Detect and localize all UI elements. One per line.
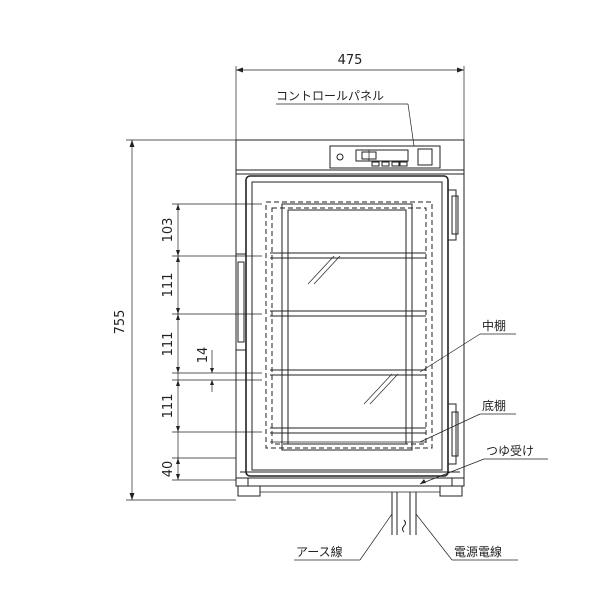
power-cord-label: 電源電線 [454, 544, 502, 559]
shelf-spacing-dimensions: 103 111 111 111 40 14 [161, 203, 262, 481]
door-handle [235, 253, 247, 351]
top-hinge [447, 189, 457, 241]
bottom-shelf-label: 底棚 [482, 398, 506, 413]
control-panel [329, 145, 441, 169]
middle-shelf-callout: 中棚 [419, 318, 516, 373]
bottom-shelf [270, 427, 426, 443]
power-lamp-icon [336, 153, 344, 161]
width-dim-label: 475 [338, 53, 363, 68]
shelf-gap-top-label: 103 [161, 218, 176, 243]
drip-tray-label: つゆ受け [486, 444, 534, 458]
height-dim-label: 755 [113, 310, 128, 335]
shelf-3 [270, 369, 426, 376]
shelves [240, 252, 460, 473]
shelf-gap-2-label: 111 [161, 273, 176, 298]
bottom-dim-label: 40 [161, 461, 176, 478]
glass-window [281, 203, 413, 451]
shelf-1 [270, 252, 426, 259]
control-panel-callout: コントロールパネル [276, 89, 415, 147]
cabinet-body [235, 139, 465, 497]
door [235, 175, 459, 477]
interior-outline [265, 201, 433, 449]
cords [391, 492, 417, 535]
bottom-hinge [447, 403, 457, 465]
left-foot [237, 485, 261, 497]
ground-wire-callout: アース線 [294, 513, 393, 561]
control-panel-label: コントロールパネル [276, 89, 384, 103]
bottom-shelf-callout: 底棚 [419, 398, 516, 443]
right-foot [439, 485, 463, 497]
ground-wire-label: アース線 [296, 544, 343, 559]
height-dimension: 755 [113, 139, 236, 501]
power-cord-callout: 電源電線 [415, 513, 518, 561]
shelf-gap-4-label: 111 [161, 394, 176, 419]
middle-shelf-label: 中棚 [482, 318, 506, 333]
drip-tray-callout: つゆ受け [419, 444, 548, 485]
width-dimension: 475 [235, 53, 465, 140]
shelf-gap-3-label: 111 [161, 332, 176, 357]
display-icon [355, 149, 409, 162]
shelf-2 [270, 310, 426, 317]
shelf-thickness-label: 14 [196, 347, 211, 364]
power-switch-icon [417, 148, 433, 166]
